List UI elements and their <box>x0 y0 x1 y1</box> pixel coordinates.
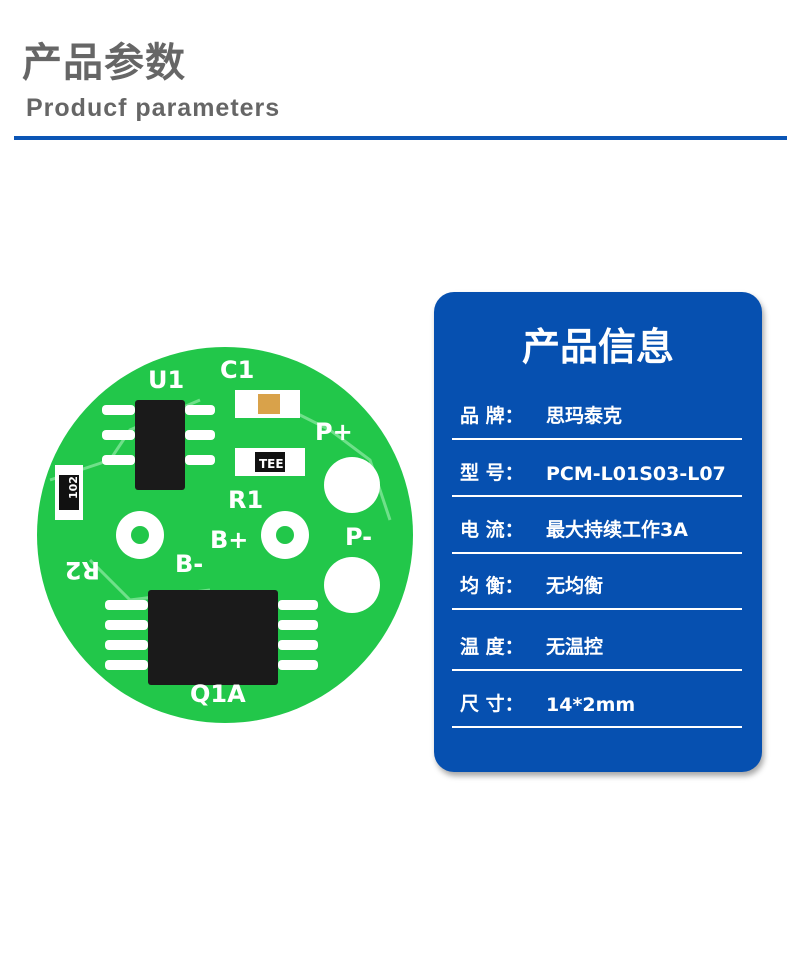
page-title: 产品参数 <box>22 40 186 86</box>
silk-b-plus: B+ <box>210 526 248 554</box>
info-row-brand: 品 牌： 思玛泰克 <box>452 386 742 440</box>
row-label: 型 号： <box>460 462 524 484</box>
silk-b-minus: B- <box>175 550 203 578</box>
silk-p-minus: P- <box>345 523 372 551</box>
product-info-card <box>434 292 762 772</box>
silk-p-plus: P+ <box>315 418 353 446</box>
silk-r2: R2 <box>65 556 100 584</box>
page-subtitle: Producf parameters <box>26 94 281 122</box>
row-value: 14*2mm <box>546 694 636 716</box>
divider <box>14 136 787 140</box>
row-label: 品 牌： <box>460 405 524 427</box>
row-label: 均 衡： <box>460 575 524 597</box>
row-value: 思玛泰克 <box>546 405 623 427</box>
row-value: 无均衡 <box>546 575 604 597</box>
chip-u1 <box>135 400 185 490</box>
row-value: PCM-L01S03-L07 <box>546 463 726 485</box>
silk-q1a: Q1A <box>190 680 246 708</box>
silk-u1: U1 <box>148 366 184 394</box>
silk-r1: R1 <box>228 486 263 514</box>
silk-c1: C1 <box>220 356 254 384</box>
row-label: 尺 寸： <box>460 693 524 715</box>
info-row-current: 电 流： 最大持续工作3A <box>452 500 742 554</box>
silk-102: 102 <box>67 476 80 499</box>
row-value: 无温控 <box>546 636 604 658</box>
card-title: 产品信息 <box>521 325 674 369</box>
row-label: 温 度： <box>460 636 524 658</box>
info-row-model: 型 号： PCM-L01S03-L07 <box>452 443 742 497</box>
silk-tee: TEE <box>259 457 284 471</box>
chip-q1a <box>148 590 278 685</box>
pcb-image: U1 C1 R1 R2 B+ B- P+ P- Q1A TEE 102 <box>37 347 413 723</box>
info-row-size: 尺 寸： 14*2mm <box>452 674 742 728</box>
row-value: 最大持续工作3A <box>546 519 688 541</box>
row-label: 电 流： <box>460 519 524 541</box>
info-row-temperature: 温 度： 无温控 <box>452 617 742 671</box>
info-row-balance: 均 衡： 无均衡 <box>452 556 742 610</box>
